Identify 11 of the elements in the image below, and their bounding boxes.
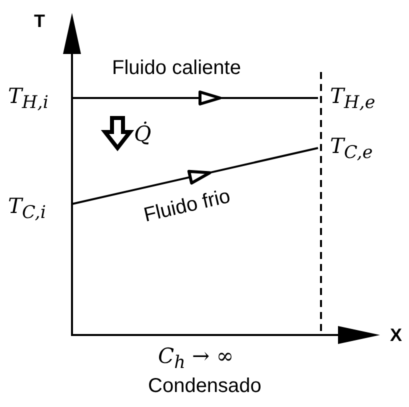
- curve-label: Fluido frio: [142, 186, 232, 226]
- temperature-label: T$_{C,e}$: [330, 136, 373, 163]
- temperature-label: T$_{H,i}$: [8, 86, 48, 113]
- temperature-label: T$_{H,e}$: [330, 86, 376, 113]
- temperature-label: T$_{C,i}$: [8, 196, 46, 223]
- curve-label: Fluido caliente: [112, 58, 241, 78]
- axis-label: X: [390, 326, 402, 344]
- heat-rate-label: Q̇: [134, 124, 152, 145]
- axis-label: T: [34, 12, 45, 30]
- caption-label: Condensado: [148, 376, 262, 396]
- condition-label: C$_{h}$ → ∞: [158, 346, 234, 373]
